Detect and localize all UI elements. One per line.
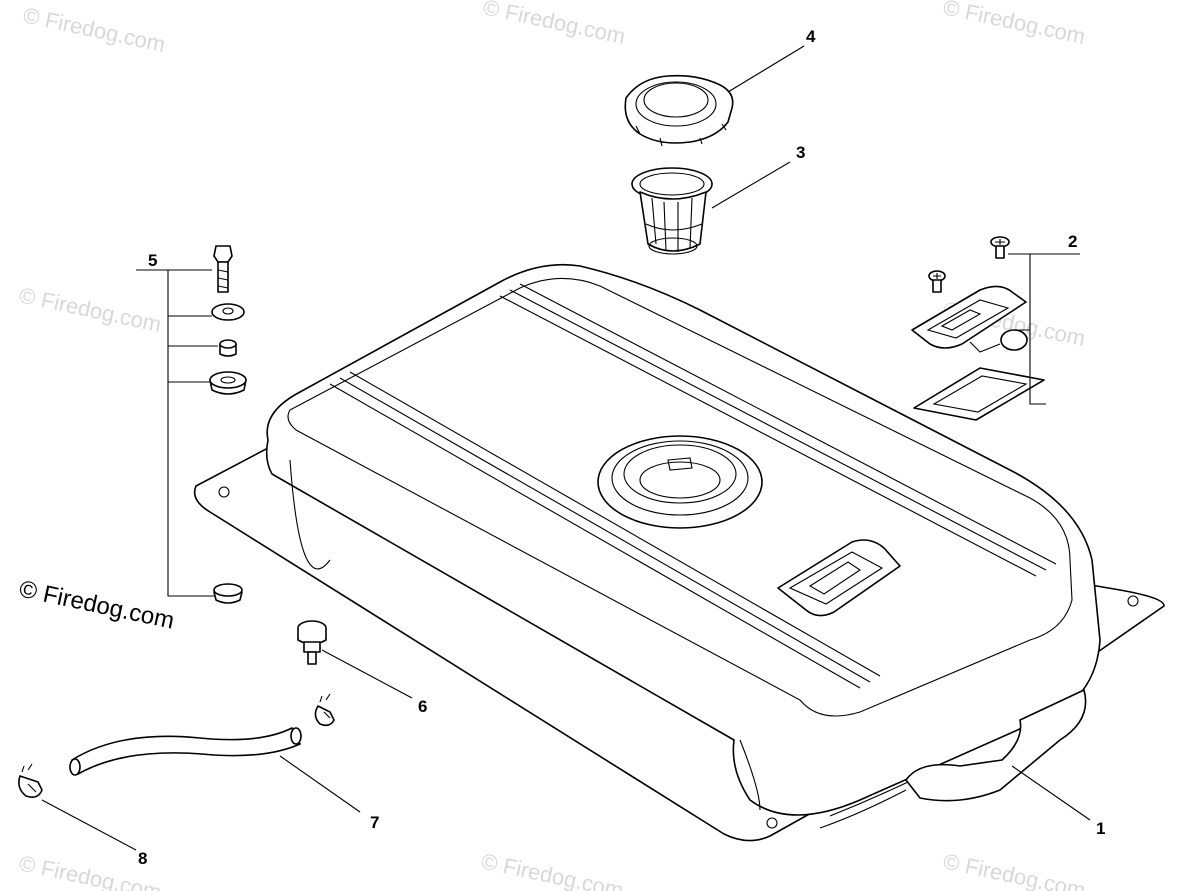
leader-line: [727, 45, 805, 93]
callout-3: 3: [796, 143, 805, 162]
bolt-washer-set-icon: [209, 245, 247, 604]
watermark: © Firedog.com: [481, 0, 628, 49]
callout-5: 5: [148, 251, 157, 270]
fuel-strainer-icon: [631, 167, 713, 255]
callout-7: 7: [370, 813, 379, 832]
watermark-primary: © Firedog.com: [17, 575, 177, 634]
watermark: © Firedog.com: [941, 848, 1088, 891]
hose-clamp-icon: [18, 763, 43, 798]
watermark: © Firedog.com: [17, 282, 164, 337]
fuel-gauge-assembly-icon: [911, 236, 1045, 421]
leader-line: [1011, 765, 1091, 821]
leader-line: [321, 649, 413, 699]
leader-bracket: [136, 269, 218, 597]
leader-line: [279, 755, 361, 813]
callout-8: 8: [138, 849, 147, 868]
callout-6: 6: [418, 697, 427, 716]
fuel-hose-icon: [69, 693, 335, 776]
watermark: © Firedog.com: [479, 848, 626, 891]
watermark: © Firedog.com: [21, 2, 168, 57]
fuel-valve-icon: [297, 620, 327, 665]
callout-2: 2: [1068, 232, 1077, 251]
watermark: © Firedog.com: [941, 0, 1088, 49]
leader-bracket: [1008, 253, 1080, 405]
fuel-cap-icon: [624, 74, 734, 147]
callout-1: 1: [1096, 819, 1105, 838]
leader-line: [41, 799, 137, 851]
leader-line: [711, 161, 791, 209]
callout-4: 4: [806, 27, 816, 46]
fuel-tank-icon: [193, 263, 1165, 842]
